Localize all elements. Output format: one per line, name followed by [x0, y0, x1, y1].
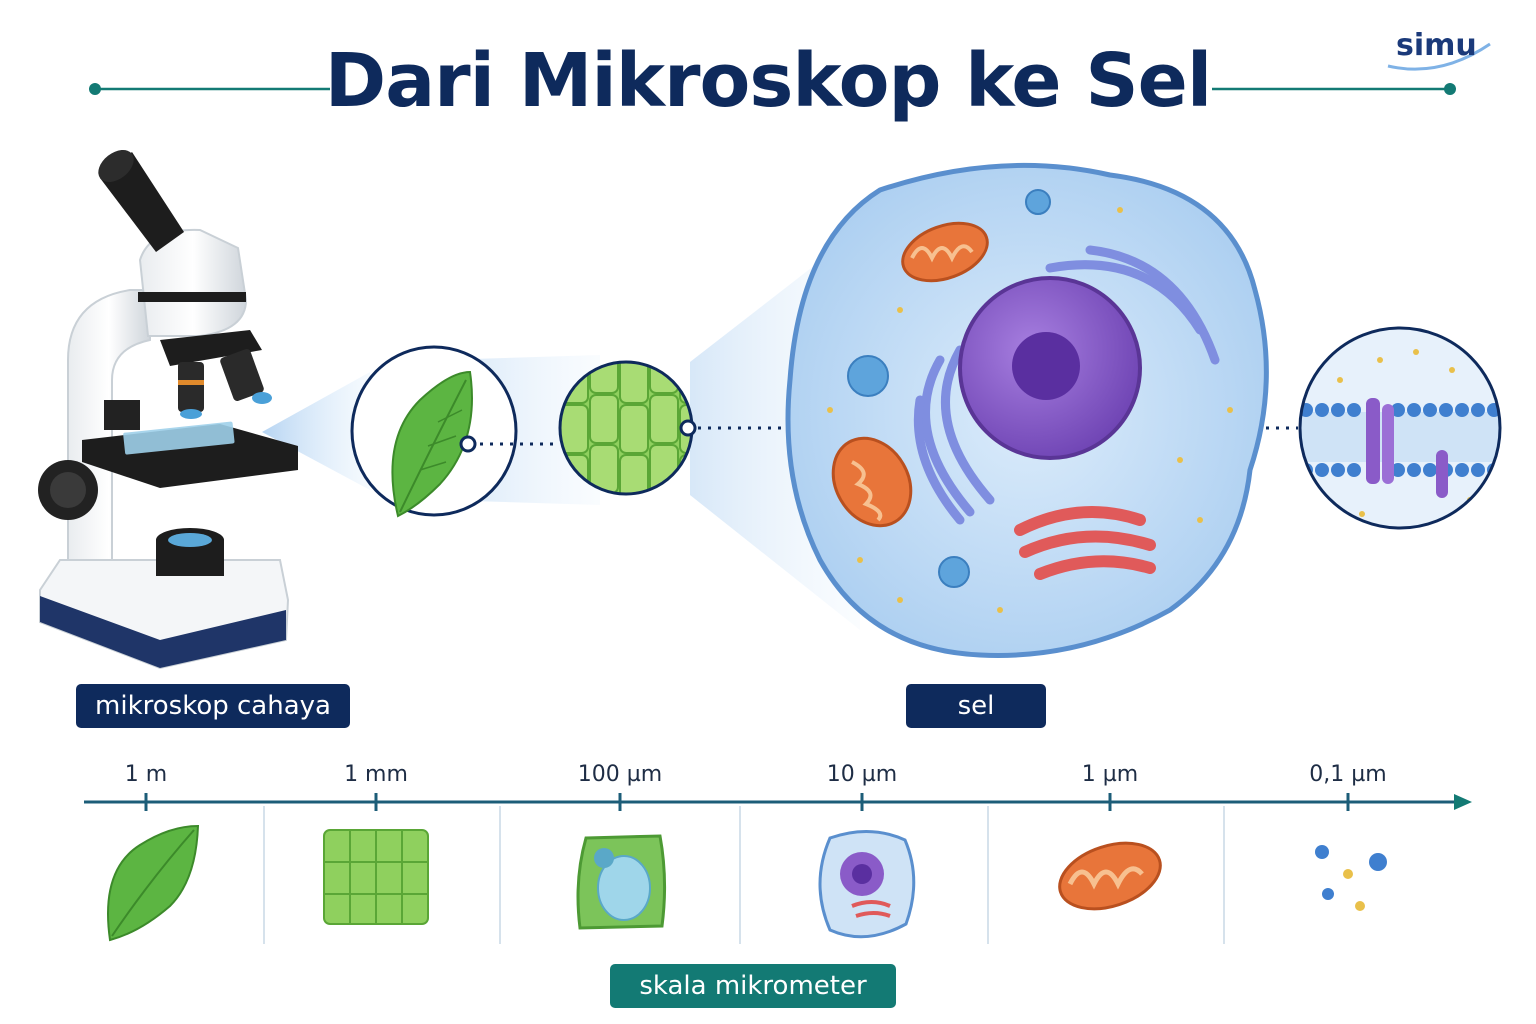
scale-label: skala mikrometer [610, 964, 896, 1008]
animal-cell-icon [818, 829, 916, 939]
plant-cell-icon [576, 834, 667, 930]
mitochondrion-icon [1058, 841, 1162, 911]
page-title: Dari Mikroskop ke Sel [324, 38, 1212, 124]
tissue-icon [323, 829, 429, 925]
title-decoration [89, 83, 1456, 95]
brand-logo-swoosh [1387, 42, 1491, 71]
brand-logo: simu [1396, 28, 1477, 63]
leaf-zoom-circle [350, 345, 518, 518]
leaf-icon [107, 824, 200, 942]
scale-tick-label: 10 µm [826, 762, 898, 787]
microscope-illustration [38, 149, 298, 670]
scale-tick-label: 1 µm [1081, 762, 1139, 787]
animal-cell-illustration [785, 162, 1269, 658]
scale-axis [84, 793, 1472, 944]
zoom-connectors [470, 426, 1298, 446]
scale-tick-label: 1 mm [344, 762, 408, 787]
molecules-icon [1315, 845, 1387, 911]
scale-tick-label: 1 m [124, 762, 168, 787]
microscope-label: mikroskop cahaya [76, 684, 350, 728]
scale-tick-label: 0,1 µm [1309, 762, 1387, 787]
scale-tick-label: 100 µm [577, 762, 663, 787]
cell-label: sel [906, 684, 1046, 728]
membrane-zoom-circle [1298, 326, 1502, 530]
